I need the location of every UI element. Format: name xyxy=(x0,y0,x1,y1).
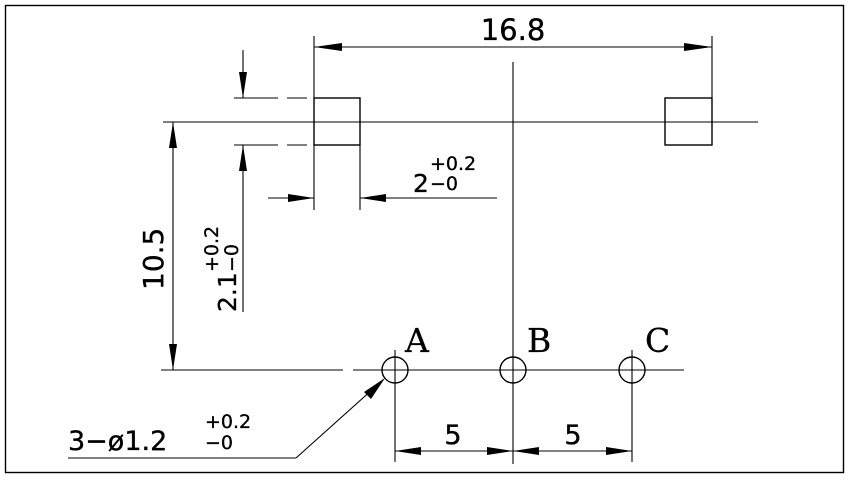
dim-2-arrow-right xyxy=(360,194,386,202)
hole-a xyxy=(381,350,409,400)
dim-2-1-tol-minus: −0 xyxy=(221,244,243,272)
dim-10-5-arrow-top xyxy=(169,122,177,148)
dim-10-5-text-group: 10.5 xyxy=(137,227,170,290)
right-pad xyxy=(664,97,713,146)
dim-16-8-arrow-left xyxy=(314,43,342,51)
dim-pitch-bc-arrow-left xyxy=(513,447,539,455)
dim-16-8-text: 16.8 xyxy=(481,13,546,47)
hole-a-label: A xyxy=(404,321,430,360)
dim-pitch-bc-text: 5 xyxy=(564,420,581,451)
hole-b xyxy=(499,356,527,384)
dim-10-5-text: 10.5 xyxy=(137,228,170,290)
dim-2-1-arrow-bottom xyxy=(239,145,247,171)
hole-note-tol-plus: +0.2 xyxy=(205,411,251,433)
hole-note-text: 3−ø1.2 xyxy=(68,426,167,457)
hole-b-label: B xyxy=(527,321,551,360)
left-pad xyxy=(313,97,361,146)
dim-pitch-ab-arrow-left xyxy=(395,447,421,455)
hole-c-label: C xyxy=(645,321,670,360)
dim-2-text: 2 xyxy=(413,169,429,198)
dim-2-arrow-left xyxy=(288,194,314,202)
hole-note-tol-minus: −0 xyxy=(205,432,233,454)
dim-pitch-bc-arrow-right xyxy=(606,447,632,455)
dim-2-1-arrow-top xyxy=(239,72,247,98)
drawing-border xyxy=(4,4,845,474)
dim-2-1-text-group: 2.1 +0.2 −0 xyxy=(201,226,243,312)
dim-2-1-tol-plus: +0.2 xyxy=(201,226,223,272)
dim-2-1-text: 2.1 xyxy=(213,272,242,312)
dim-pitch-ab-arrow-right xyxy=(487,447,513,455)
hole-note-arrow xyxy=(364,378,385,399)
hole-c xyxy=(618,350,646,462)
dim-10-5-arrow-bottom xyxy=(169,344,177,370)
dim-2-tol-minus: −0 xyxy=(430,173,458,195)
dim-pitch-ab-text: 5 xyxy=(444,420,461,451)
dim-16-8-arrow-right xyxy=(684,43,712,51)
dim-2-tol-plus: +0.2 xyxy=(430,153,476,175)
